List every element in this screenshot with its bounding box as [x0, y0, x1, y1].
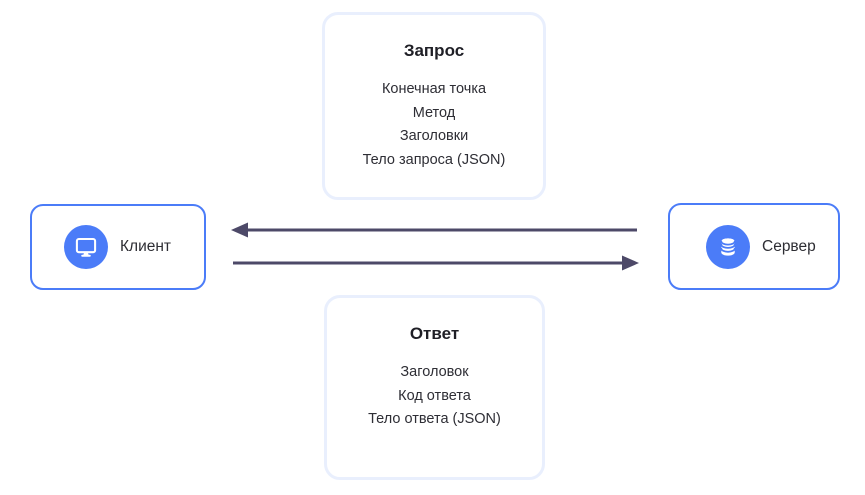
response-arrow-left — [231, 222, 637, 238]
server-icon-circle — [706, 224, 750, 269]
request-item-headers: Заголовки — [399, 128, 469, 144]
arrows-layer — [231, 222, 639, 271]
client-label: Клиент — [120, 238, 172, 255]
client-icon-circle — [64, 225, 108, 269]
client-node: Клиент — [30, 204, 206, 290]
request-card: Запрос Конечная точка Метод Заголовки Те… — [322, 12, 546, 200]
server-node: Сервер — [668, 203, 840, 290]
database-icon — [720, 237, 736, 256]
response-card: Ответ Заголовок Код ответа Тело ответа (… — [324, 295, 545, 480]
response-card-items: Заголовок Код ответа Тело ответа (JSON) — [327, 361, 542, 432]
request-arrow-right — [233, 255, 639, 271]
request-item-endpoint: Конечная точка — [381, 81, 487, 97]
request-item-body: Тело запроса (JSON) — [362, 151, 506, 168]
response-item-code: Код ответа — [398, 387, 471, 404]
response-card-title: Ответ — [409, 324, 460, 343]
request-card-items: Конечная точка Метод Заголовки Тело запр… — [325, 78, 543, 172]
request-item-method: Метод — [412, 104, 456, 121]
monitor-icon — [75, 237, 97, 257]
response-item-header: Заголовок — [400, 364, 469, 380]
response-item-body: Тело ответа (JSON) — [368, 411, 501, 427]
request-card-title: Запрос — [403, 41, 465, 60]
server-label: Сервер — [762, 237, 816, 255]
